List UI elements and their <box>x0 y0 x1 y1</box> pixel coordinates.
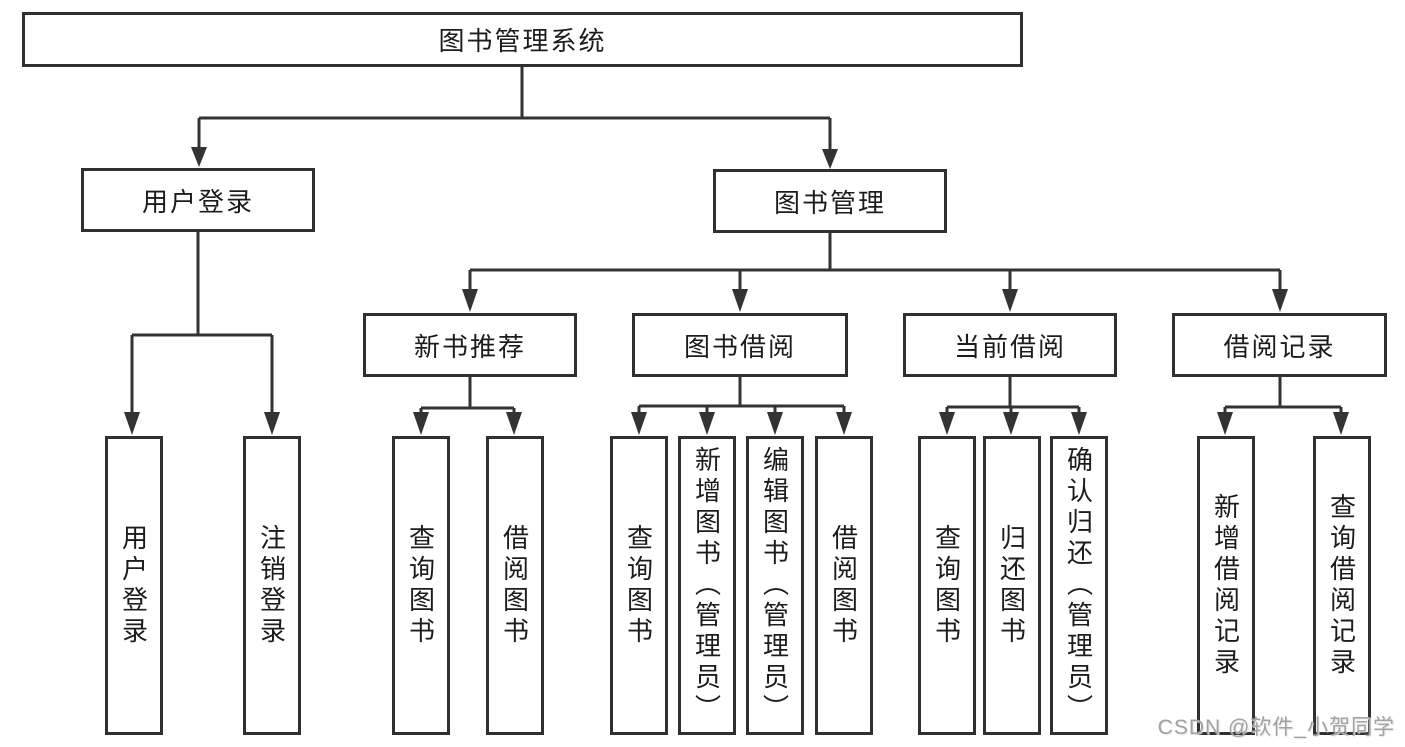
leaf-return-book: 归还图书 <box>983 436 1041 735</box>
leaf-add-book-admin: 新增图书（管理员） <box>678 436 736 735</box>
leaf-add-borrow-record: 新增借阅记录 <box>1197 436 1255 735</box>
leaf-edit-book-admin: 编辑图书（管理员） <box>746 436 804 735</box>
leaf-logout: 注销登录 <box>243 436 301 735</box>
leaf-borrow-books-recommend: 借阅图书 <box>486 436 544 735</box>
leaf-borrow-books-borrowing: 借阅图书 <box>815 436 873 735</box>
node-new-book-recommendation: 新书推荐 <box>363 313 577 377</box>
leaf-user-login: 用户登录 <box>105 436 163 735</box>
node-borrowing-records: 借阅记录 <box>1172 313 1387 377</box>
leaf-confirm-return-admin: 确认归还（管理员） <box>1050 436 1108 735</box>
csdn-watermark: CSDN @软件_小贺同学 <box>1157 716 1395 739</box>
node-book-borrowing: 图书借阅 <box>632 313 848 377</box>
node-current-borrowing: 当前借阅 <box>903 313 1117 377</box>
leaf-query-books-recommend: 查询图书 <box>392 436 450 735</box>
node-user-login: 用户登录 <box>81 168 315 232</box>
node-library-management-system: 图书管理系统 <box>22 12 1023 67</box>
leaf-query-books-current: 查询图书 <box>918 436 976 735</box>
leaf-query-books-borrowing: 查询图书 <box>610 436 668 735</box>
node-book-management: 图书管理 <box>713 169 947 233</box>
leaf-query-borrow-record: 查询借阅记录 <box>1313 436 1371 735</box>
